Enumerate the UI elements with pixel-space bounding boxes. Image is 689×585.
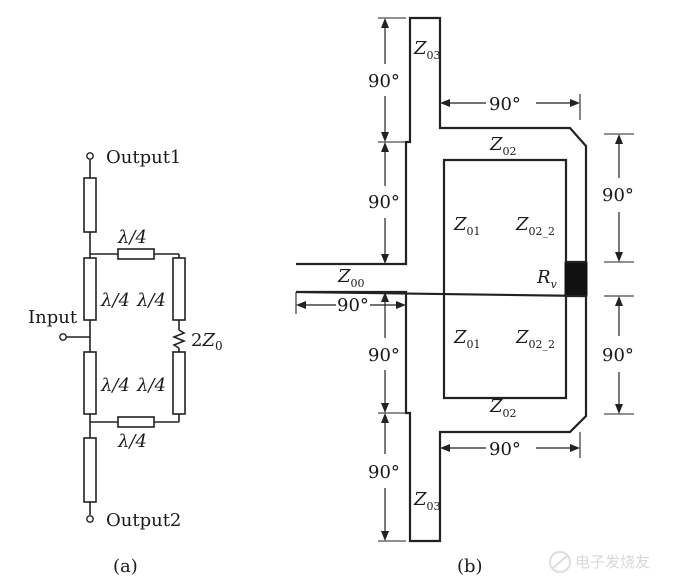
degree-stub-bottom-lower: 90°	[368, 462, 400, 483]
quarter-wave-bottom-label: λ/4	[117, 431, 147, 452]
z02-2-lower-label: Z02_2	[515, 327, 555, 351]
output1-label: Output1	[106, 147, 181, 168]
z02-bottom-label: Z02	[489, 396, 517, 420]
output1-terminal	[86, 152, 94, 160]
panel-a-schematic: Output1 Output2 Input λ/4 λ/4 λ/4 λ/4 λ/…	[28, 147, 223, 577]
z03-top-label: Z03	[413, 38, 441, 62]
degree-stub-top-lower: 90°	[368, 192, 400, 213]
panel-a-caption: (a)	[113, 556, 138, 577]
microstrip-outline	[295, 16, 588, 543]
watermark-logo: 电子发烧友	[549, 551, 650, 573]
isolation-resistor	[171, 329, 187, 349]
quarter-wave-top-line	[117, 248, 155, 260]
panel-b-caption: (b)	[457, 556, 483, 577]
degree-bottom-horizontal: 90°	[489, 439, 521, 460]
quarter-wave-bottom-line	[117, 416, 155, 428]
z01-lower-label: Z01	[453, 327, 481, 351]
output2-line	[83, 437, 97, 503]
ring-inner-edge	[442, 158, 568, 400]
z02-top-label: Z02	[489, 134, 517, 158]
output1-line	[83, 177, 97, 233]
svg-text:电子发烧友: 电子发烧友	[575, 553, 650, 571]
degree-stub-top-upper: 90°	[368, 71, 400, 92]
output2-label: Output2	[106, 510, 181, 531]
right-lower-branch-line	[172, 351, 186, 415]
output2-terminal	[86, 515, 94, 523]
z00-label: Z00	[337, 266, 365, 290]
z01-upper-label: Z01	[453, 214, 481, 238]
rv-label: Rv	[536, 267, 558, 291]
resistor-label: 2Z0	[191, 330, 223, 353]
z03-bottom-label: Z03	[413, 489, 441, 513]
degree-right-upper: 90°	[602, 185, 634, 206]
degree-feed: 90°	[337, 295, 369, 316]
left-upper-branch-label: λ/4	[100, 290, 130, 311]
degree-stub-bottom-upper: 90°	[368, 345, 400, 366]
left-upper-branch-line	[83, 257, 97, 321]
input-terminal	[59, 333, 67, 341]
degree-right-lower: 90°	[602, 345, 634, 366]
quarter-wave-top-label: λ/4	[117, 227, 147, 248]
input-label: Input	[28, 307, 78, 328]
right-lower-branch-label: λ/4	[136, 375, 166, 396]
degree-top-horizontal: 90°	[489, 94, 521, 115]
z02-2-upper-label: Z02_2	[515, 214, 555, 238]
right-upper-branch-label: λ/4	[136, 290, 166, 311]
rv-resistor	[564, 261, 588, 297]
panel-b-layout: 90° 90° 90° 90° 90° 90° 90° 90° 90° Z03 …	[295, 16, 634, 577]
right-upper-branch-line	[172, 257, 186, 321]
left-lower-branch-line	[83, 351, 97, 415]
left-lower-branch-label: λ/4	[100, 375, 130, 396]
